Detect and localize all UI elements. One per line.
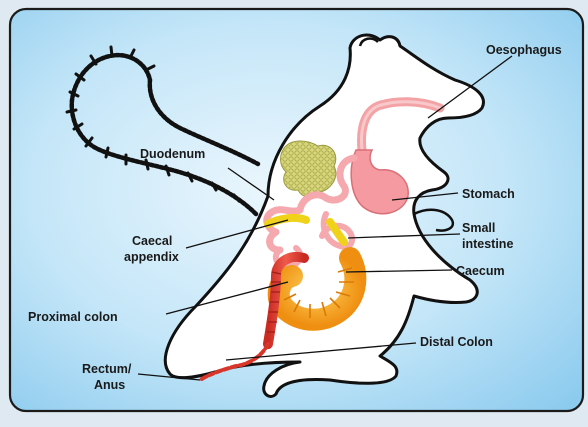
label-oesophagus: Oesophagus	[486, 43, 562, 57]
label-stomach: Stomach	[462, 187, 515, 201]
label-caecal-appendix-line1: Caecal	[132, 234, 172, 248]
pancreas-tissue	[281, 141, 336, 197]
label-small-intestine-line2: intestine	[462, 237, 513, 251]
label-small-intestine-line1: Small	[462, 221, 495, 235]
label-rectum-anus-line1: Rectum/	[82, 362, 132, 376]
label-proximal-colon: Proximal colon	[28, 310, 118, 324]
label-distal-colon: Distal Colon	[420, 335, 493, 349]
label-caecal-appendix-line2: appendix	[124, 250, 179, 264]
label-rectum-anus-line2: Anus	[94, 378, 125, 392]
label-duodenum: Duodenum	[140, 147, 205, 161]
label-caecum: Caecum	[456, 264, 505, 278]
